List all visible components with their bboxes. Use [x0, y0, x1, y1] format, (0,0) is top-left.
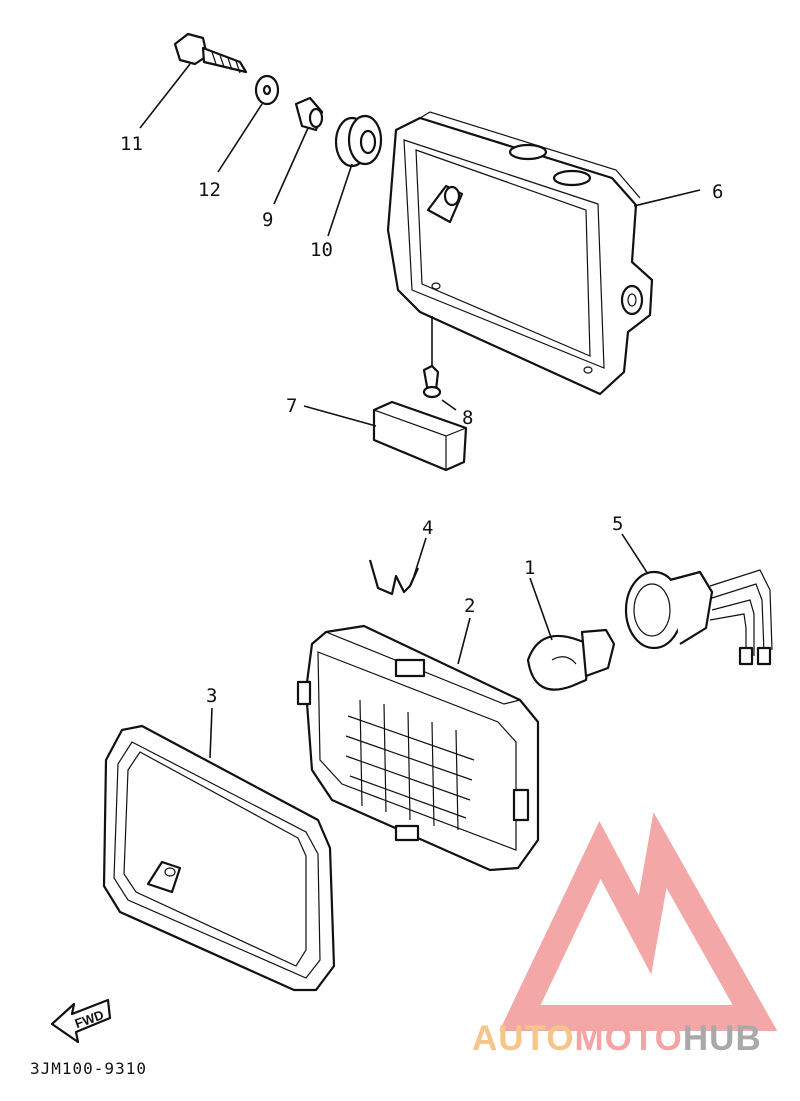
callout-6: 6 — [712, 181, 723, 203]
callout-9: 9 — [262, 209, 273, 231]
part-10-grommet — [334, 114, 383, 168]
part-7-damper — [372, 400, 468, 472]
part-8-screw — [422, 364, 442, 399]
watermark-moto: MOTO — [575, 1019, 683, 1058]
callout-1: 1 — [524, 557, 535, 579]
forward-arrow-icon: FWD — [50, 998, 112, 1044]
callout-5: 5 — [612, 513, 623, 535]
diagram-code: 3JM100-9310 — [30, 1059, 147, 1078]
watermark-hub: HUB — [683, 1019, 762, 1058]
part-6-headlight-housing — [386, 111, 654, 396]
part-9-collar — [294, 96, 324, 132]
callout-2: 2 — [464, 595, 475, 617]
part-11-bolt — [173, 32, 248, 74]
watermark-text: AUTOMOTOHUB — [472, 1019, 762, 1058]
part-4-spring — [368, 559, 420, 596]
callout-12: 12 — [198, 179, 221, 201]
callout-7: 7 — [286, 395, 297, 417]
callout-8: 8 — [462, 407, 473, 429]
part-1-bulb — [526, 628, 616, 691]
callout-labels: 11 12 9 10 6 7 8 4 5 1 2 3 — [120, 133, 723, 707]
watermark-logo-icon — [499, 812, 778, 1031]
leader-lines — [139, 63, 701, 759]
callout-3: 3 — [206, 685, 217, 707]
callout-11: 11 — [120, 133, 143, 155]
callout-4: 4 — [422, 517, 433, 539]
part-5-socket — [624, 569, 773, 666]
part-3-rim — [102, 724, 336, 992]
watermark-auto: AUTO — [472, 1019, 575, 1058]
callout-10: 10 — [310, 239, 333, 261]
part-2-headlight-unit — [296, 624, 540, 872]
